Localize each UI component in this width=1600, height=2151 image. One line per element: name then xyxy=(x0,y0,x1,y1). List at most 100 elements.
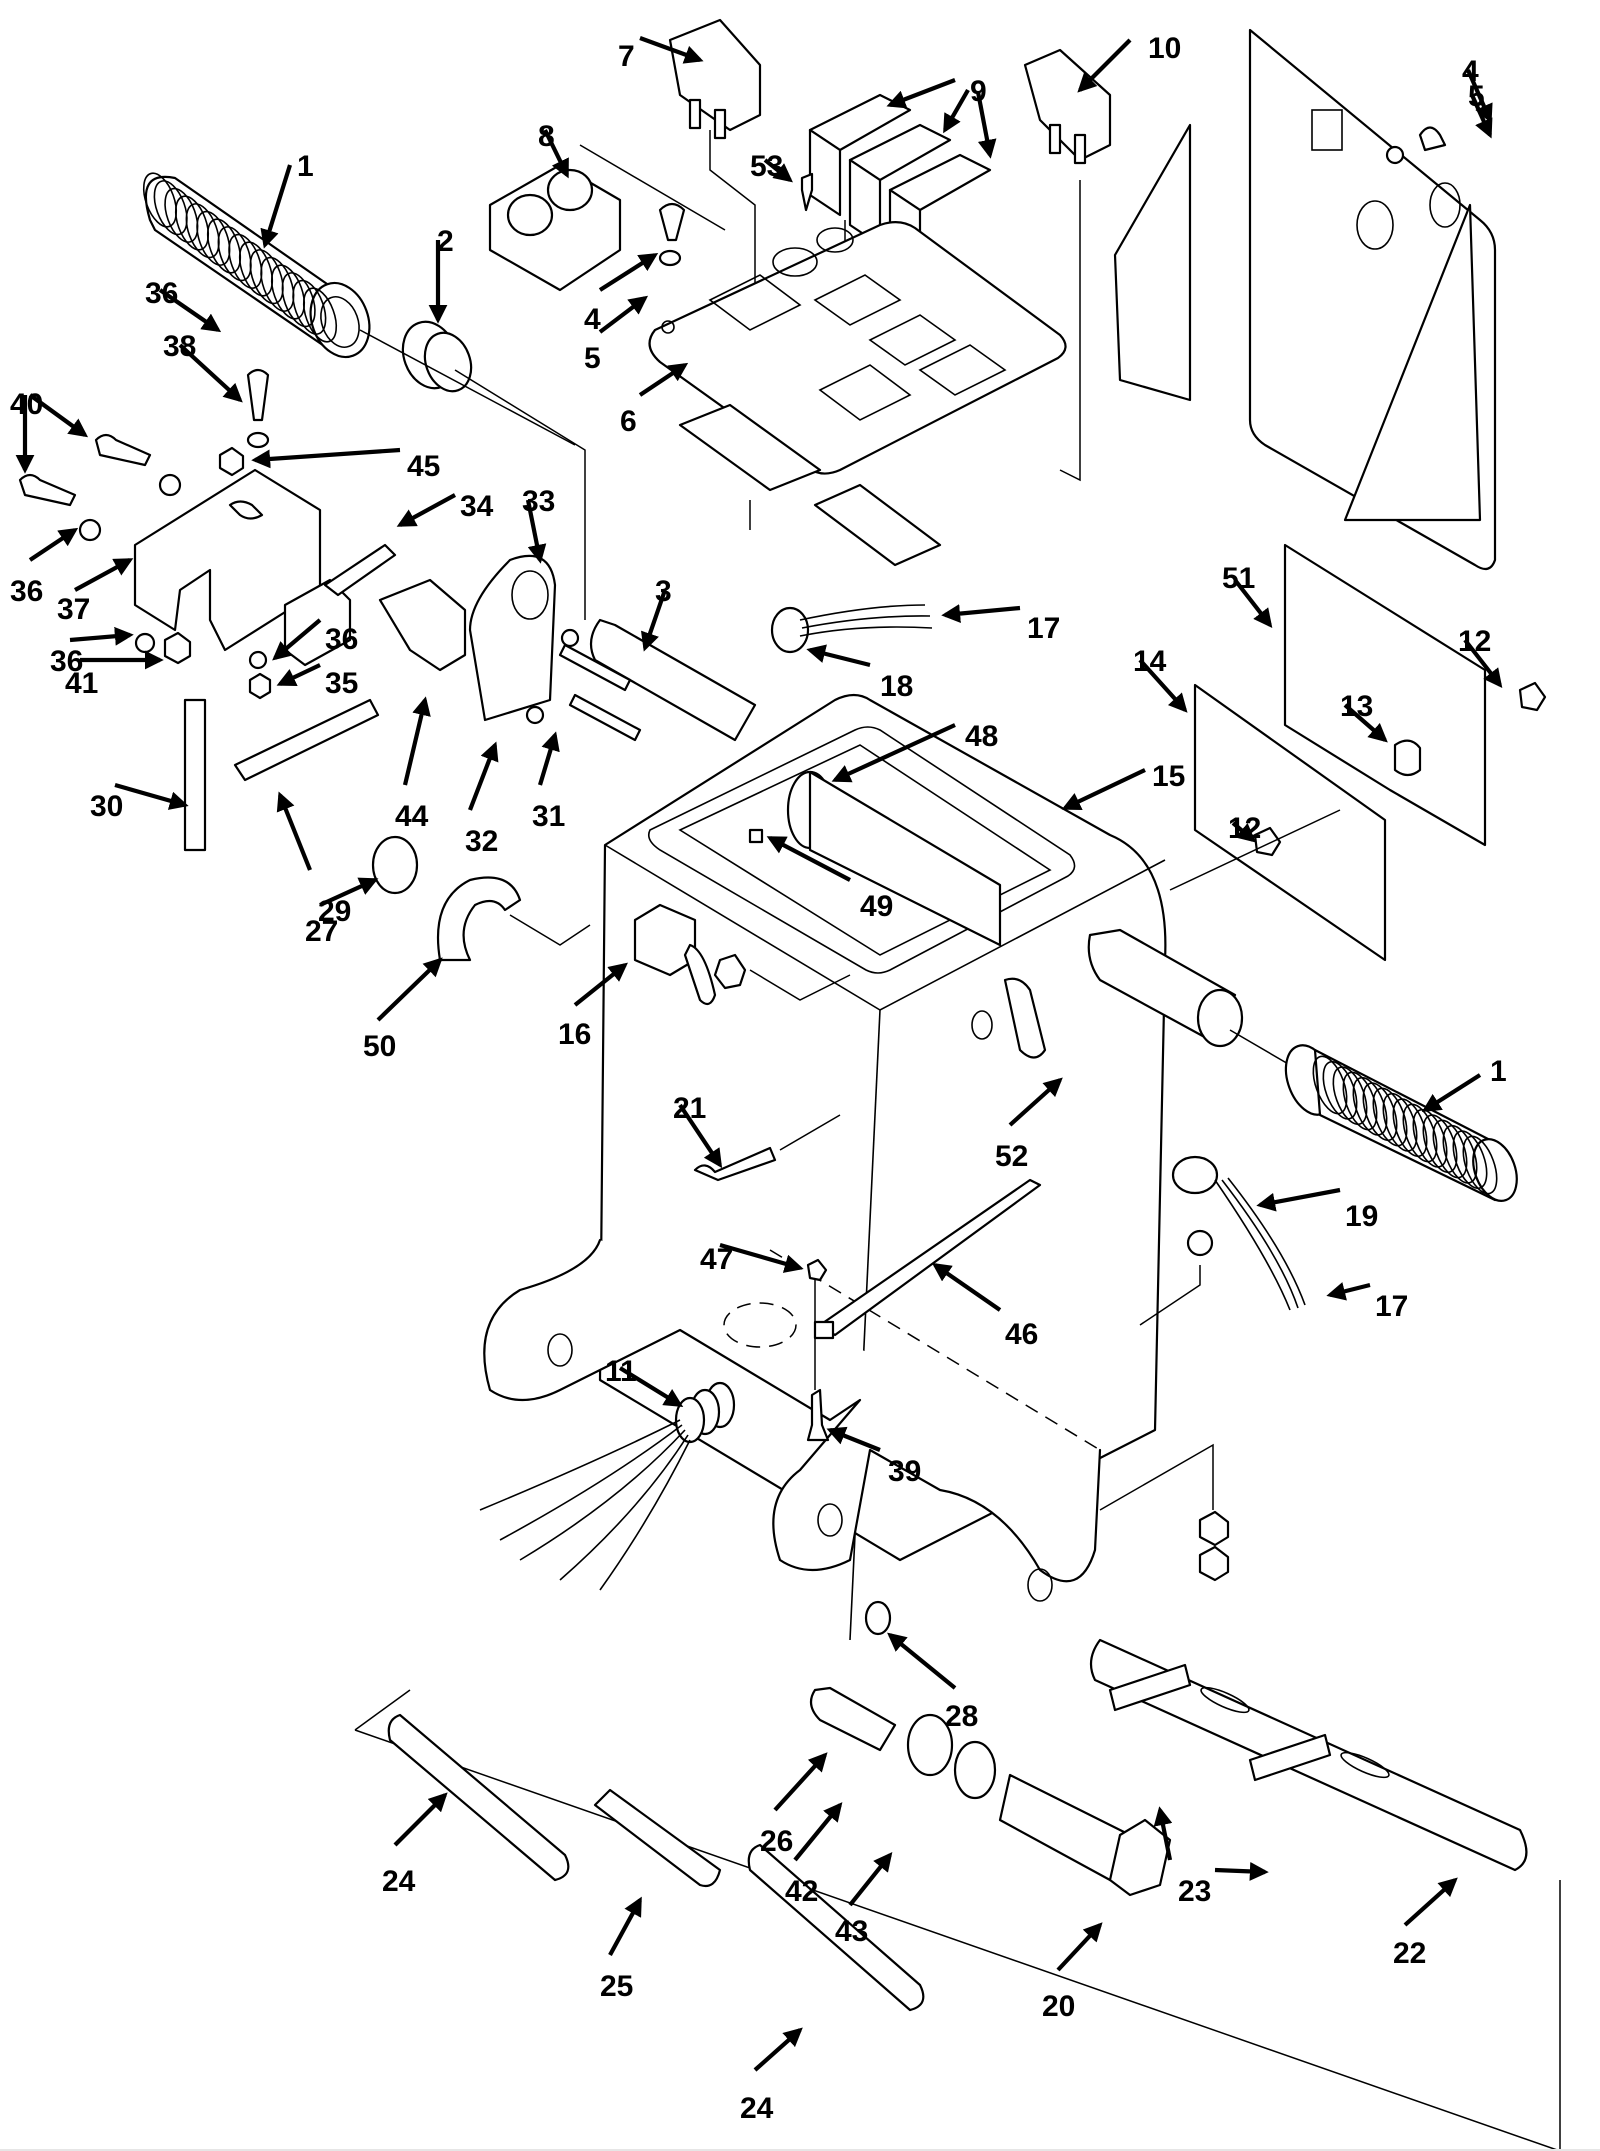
grip-left xyxy=(142,172,371,359)
callout-label: 44 xyxy=(395,800,429,833)
callout-arrow xyxy=(773,1752,828,1812)
callout-label: 4 xyxy=(584,303,601,336)
screw-40a xyxy=(94,433,152,467)
lockwasher xyxy=(1186,1229,1214,1257)
screw-4-right xyxy=(1418,126,1447,152)
callout-label: 50 xyxy=(363,1030,396,1063)
callout-35: 35 xyxy=(276,663,358,700)
grip-rib xyxy=(142,172,178,228)
callout-34: 34 xyxy=(396,490,494,527)
gasket xyxy=(813,483,942,567)
nut xyxy=(1198,1545,1230,1582)
callout-arrow xyxy=(537,731,560,786)
callout-50: 50 xyxy=(363,957,443,1063)
grip-rib xyxy=(1362,1082,1398,1142)
lock-washer xyxy=(953,1740,997,1800)
grip-rib xyxy=(1462,1135,1498,1195)
callout-arrow xyxy=(319,877,379,907)
mount-plate xyxy=(1113,28,1497,571)
callout-arrow xyxy=(1343,703,1388,743)
callout-label: 20 xyxy=(1042,1990,1075,2023)
callout-10: 10 xyxy=(1077,32,1181,93)
callout-label: 23 xyxy=(1178,1875,1211,1908)
grip-rib xyxy=(1372,1087,1408,1147)
callout-arrow xyxy=(272,618,322,661)
callout-arrow xyxy=(158,288,222,333)
callout-label: 8 xyxy=(538,120,555,153)
bushing xyxy=(401,320,473,393)
grip-rib xyxy=(174,195,210,251)
callout-label: 48 xyxy=(965,720,998,753)
callout-7: 7 xyxy=(618,36,704,73)
screw-31b xyxy=(558,643,632,692)
callout-8: 8 xyxy=(538,120,569,179)
callout-label: 49 xyxy=(860,890,893,923)
callout-arrow xyxy=(396,493,457,527)
callout-26: 26 xyxy=(760,1752,828,1858)
gasket-51 xyxy=(1283,543,1487,847)
callout-3: 3 xyxy=(640,575,672,652)
callout-arrow xyxy=(831,723,956,783)
callout-17: 17 xyxy=(1326,1282,1408,1323)
pivot-tube-end xyxy=(1196,988,1244,1048)
screw-31 xyxy=(568,693,642,742)
callout-label: 12 xyxy=(1228,812,1261,845)
callout-arrow xyxy=(848,1852,893,1907)
pin-23a xyxy=(1108,1663,1192,1712)
callout-label: 35 xyxy=(325,667,358,700)
callout-33: 33 xyxy=(522,485,555,564)
callout-5: 5 xyxy=(584,295,649,375)
callout-label: 14 xyxy=(1133,645,1167,678)
callout-label: 40 xyxy=(10,388,43,421)
callout-12: 12 xyxy=(1228,812,1261,845)
callout-arrow xyxy=(1138,658,1188,713)
callout-arrow xyxy=(1233,578,1273,628)
callout-arrow xyxy=(638,362,689,397)
callout-label: 45 xyxy=(407,450,440,483)
callout-18: 18 xyxy=(806,644,913,703)
callout-41: 41 xyxy=(65,650,164,700)
callout-arrow xyxy=(28,393,89,438)
grip-rib xyxy=(1432,1119,1468,1179)
callout-arrow xyxy=(806,644,871,668)
callout-arrow xyxy=(1008,1077,1063,1127)
callout-47: 47 xyxy=(700,1242,804,1276)
callout-14: 14 xyxy=(1133,645,1188,713)
callout-45: 45 xyxy=(251,447,440,483)
nut-45 xyxy=(218,446,245,477)
callout-label: 30 xyxy=(90,790,123,823)
callout-9: 9 xyxy=(886,75,997,159)
callout-label: 36 xyxy=(50,645,83,678)
pin-24a xyxy=(387,1713,570,1882)
breaker-10 xyxy=(1023,48,1112,165)
callout-arrow xyxy=(887,1632,957,1690)
callout-36: 36 xyxy=(50,626,134,678)
strain-relief xyxy=(479,1381,736,1591)
grip-rib xyxy=(206,218,242,274)
callout-13: 13 xyxy=(1340,690,1388,743)
callout-label: 9 xyxy=(970,75,987,108)
grip-rib xyxy=(1392,1098,1428,1158)
callout-arrow xyxy=(598,252,659,292)
callout-arrow xyxy=(886,78,956,109)
grip-rib xyxy=(1452,1130,1488,1190)
grip-rib xyxy=(292,279,327,335)
callout-48: 48 xyxy=(831,720,998,783)
washer-36c xyxy=(78,518,102,542)
callout-arrow xyxy=(276,791,312,871)
callout-36: 36 xyxy=(272,618,358,661)
callout-arrow xyxy=(393,1792,448,1847)
screw-38 xyxy=(246,368,270,422)
grip-rib xyxy=(217,226,252,282)
callout-46: 46 xyxy=(931,1262,1038,1351)
callout-label: 15 xyxy=(1152,760,1185,793)
callout-12: 12 xyxy=(1458,625,1503,688)
flat-washer xyxy=(906,1713,954,1777)
panel xyxy=(648,221,1067,475)
cover xyxy=(1193,683,1387,962)
callout-label: 16 xyxy=(558,1018,591,1051)
callout-label: 19 xyxy=(1345,1200,1378,1233)
callout-label: 34 xyxy=(460,490,494,523)
relay xyxy=(488,163,622,292)
